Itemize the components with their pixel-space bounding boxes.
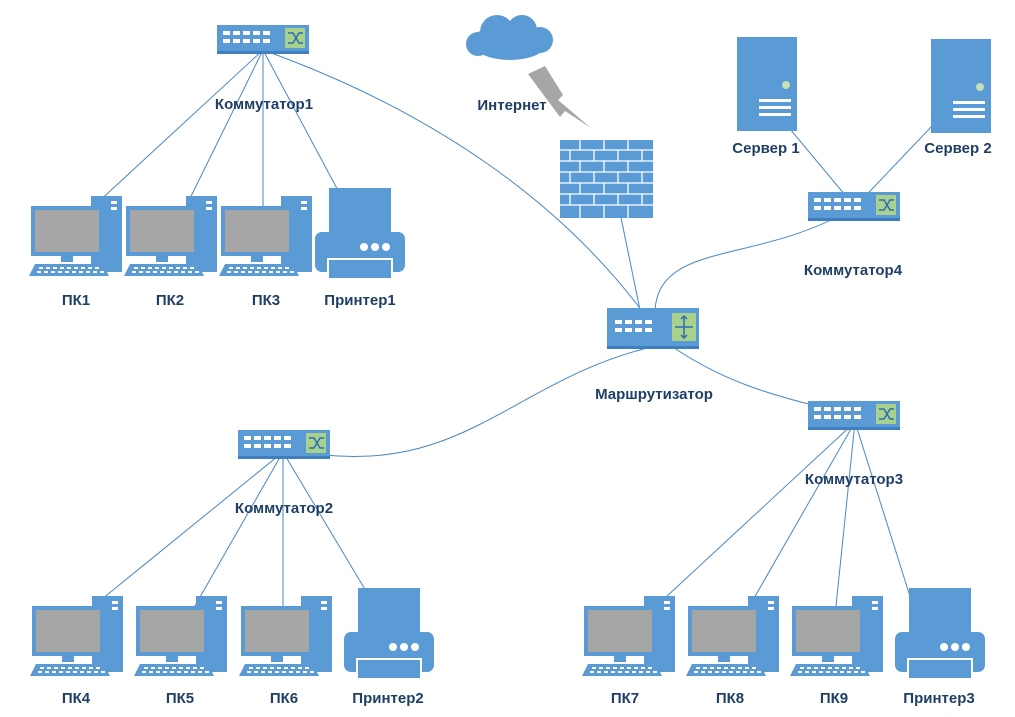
lightning-bolt-icon [528,66,591,128]
links [69,49,953,641]
pc8-label: ПК8 [716,690,744,707]
printer2-icon [343,587,435,680]
pc3-label: ПК3 [252,292,280,309]
link-router-switch2 [324,344,661,457]
link-switch1-router [262,49,646,316]
switch3-icon [807,400,901,431]
firewall-icon [560,140,653,218]
pc2-icon [124,196,217,276]
internet-label: Интернет [477,97,546,114]
switch1-label: Коммутатор1 [215,96,313,113]
server1-label: Сервер 1 [732,140,799,157]
cloud-icon [466,15,553,60]
switch4-label: Коммутатор4 [804,262,903,279]
pc1-icon [29,196,122,276]
link-router-switch3 [669,344,826,409]
router-icon [607,308,699,349]
pc4-label: ПК4 [62,690,91,707]
pc9-label: ПК9 [820,690,848,707]
switch4-icon [807,191,901,222]
pc6-icon [239,596,332,676]
printer3-label: Принтер3 [903,690,974,707]
link-switch3-pc9 [832,421,856,636]
pc5-icon [134,596,227,676]
switch2-label: Коммутатор2 [235,500,333,517]
pc6-label: ПК6 [270,690,298,707]
switch1-icon [216,24,310,55]
printer1-icon [314,187,406,280]
pc7-icon [582,596,675,676]
link-switch2-pc5 [179,451,284,633]
pc3-icon [219,196,312,276]
printer2-label: Принтер2 [352,690,423,707]
printer3-icon [894,587,986,680]
pc8-icon [686,596,779,676]
server1-icon [737,37,797,131]
pc5-label: ПК5 [166,690,194,707]
pc2-label: ПК2 [156,292,184,309]
switch3-label: Коммутатор3 [805,471,903,488]
printer1-label: Принтер1 [324,292,395,309]
server2-icon [931,39,991,133]
server2-label: Сервер 2 [924,140,991,157]
router-label: Маршрутизатор [595,386,713,403]
link-switch4-router [654,206,856,311]
switch2-icon [237,429,331,460]
pc4-icon [30,596,123,676]
pc9-icon [790,596,883,676]
pc1-label: ПК1 [62,292,90,309]
pc7-label: ПК7 [611,690,639,707]
